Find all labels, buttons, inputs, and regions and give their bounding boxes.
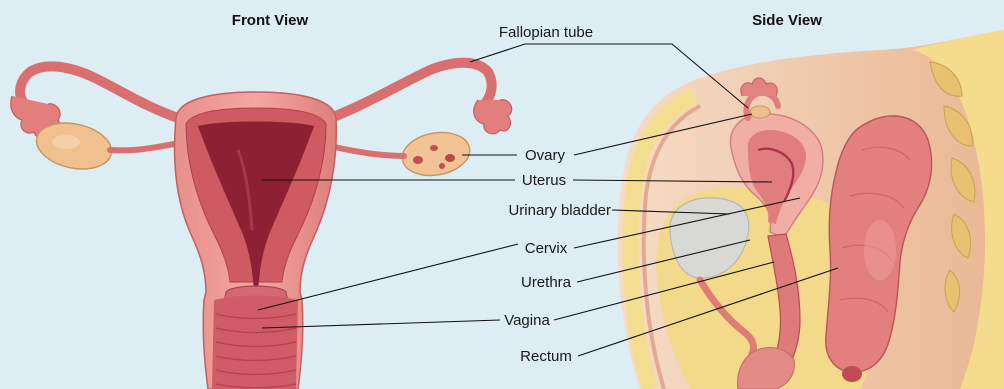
side-view-illustration [618,30,1004,389]
label-urethra: Urethra [521,274,572,291]
label-rectum: Rectum [520,348,572,365]
right-ovary [399,127,473,180]
right-fimbriae [474,100,512,134]
leader-fallopian-front [470,44,594,62]
label-vagina: Vagina [504,312,550,329]
front-view-title: Front View [232,12,309,29]
label-urinary-bladder: Urinary bladder [508,202,611,219]
label-uterus: Uterus [522,172,566,189]
label-cervix: Cervix [525,240,568,257]
right-fallopian-tube [320,63,492,122]
structure-labels: Fallopian tube Ovary Uterus Urinary blad… [499,24,611,365]
side-ovary [750,106,770,118]
front-view-illustration [11,63,512,389]
label-fallopian-tube: Fallopian tube [499,24,593,41]
side-view-title: Side View [752,12,822,29]
label-ovary: Ovary [525,147,566,164]
